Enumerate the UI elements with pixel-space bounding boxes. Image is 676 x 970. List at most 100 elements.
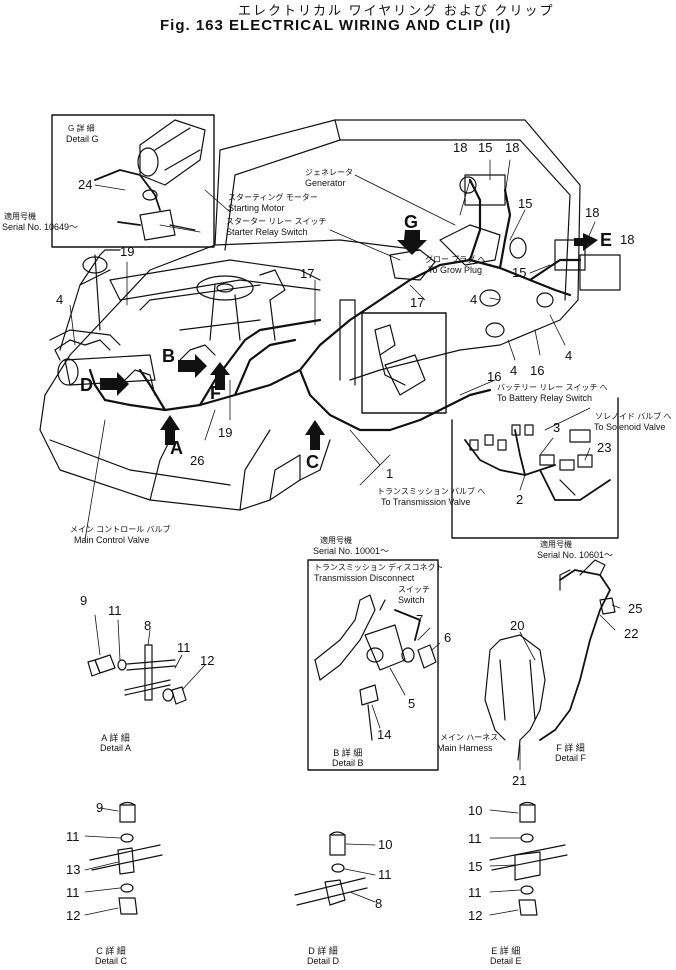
part-number-11-a: 11: [108, 603, 122, 618]
serial-10601: Serial No. 10601～: [537, 550, 614, 560]
part-number-11-d: 11: [378, 867, 392, 882]
steering-wheel: [196, 275, 254, 301]
callout-letter-e: E: [600, 230, 613, 250]
battery-relay-label: To Battery Relay Switch: [497, 393, 593, 403]
main-control-valve-label: Main Control Valve: [74, 535, 150, 545]
part-number-12-a: 12: [200, 653, 215, 668]
detail-f-jp: F 詳 細: [556, 743, 585, 753]
part-number-11-e2: 11: [468, 885, 482, 900]
part-number-26: 26: [190, 453, 205, 468]
title-japanese: エレクトリカル ワイヤリング および クリップ: [238, 3, 555, 18]
serial-10001: Serial No. 10001～: [313, 546, 390, 556]
part-number-16-b: 16: [487, 369, 502, 384]
detail-e-label: E 詳 細 Detail E: [490, 946, 522, 966]
part-number-17-right: 17: [410, 295, 425, 310]
starter-relay-label-jp: スターター リレー スイッチ: [226, 217, 327, 226]
detail-a-en: Detail A: [100, 743, 132, 753]
part-number-10-d: 10: [378, 837, 393, 852]
transmission-disconnect-label-jp: トランスミッション ディスコネクト: [314, 563, 444, 572]
detail-c-en: Detail C: [95, 956, 128, 966]
part-number-16-a: 16: [530, 363, 545, 378]
callout-letter-a: A: [170, 438, 183, 458]
callout-letter-f: F: [210, 383, 221, 403]
part-number-20: 20: [510, 618, 525, 633]
detail-a-drawing: [87, 614, 206, 705]
callout-letter-c: C: [306, 452, 319, 472]
part-number-6: 6: [444, 630, 452, 645]
detail-e-en: Detail E: [490, 956, 522, 966]
detail-c-drawing: [84, 801, 163, 916]
serial-10601-jp: 適用号機: [540, 540, 572, 549]
starting-motor-label: Starting Motor: [228, 203, 285, 213]
starter-relay-label: Starter Relay Switch: [226, 227, 308, 237]
detail-e-drawing: [489, 801, 568, 916]
part-number-11-e: 11: [468, 831, 482, 846]
part-number-8-d: 8: [375, 896, 383, 911]
part-number-4-mid: 4: [470, 292, 478, 307]
detail-b-box: [307, 559, 439, 771]
callout-letter-b: B: [162, 346, 175, 366]
part-number-21: 21: [512, 773, 527, 788]
solenoid-valve-label: To Solenoid Valve: [594, 422, 666, 432]
main-harness-label-jp: メイン ハーネス: [440, 733, 499, 742]
serial-10649: Serial No. 10649～: [2, 222, 79, 232]
engine-hood-outline: [214, 119, 581, 381]
solenoid-valve-label-jp: ソレノイド バルブ へ: [595, 412, 672, 421]
part-number-17-mid: 17: [300, 266, 315, 281]
part-number-2: 2: [516, 492, 524, 507]
detail-e-jp: E 詳 細: [491, 946, 521, 956]
part-number-4-low: 4: [510, 363, 518, 378]
cab-frame: [59, 249, 121, 351]
callout-letter-d: D: [80, 375, 93, 395]
detail-d-label: D 詳 細 Detail D: [307, 946, 339, 966]
battery-relay-label-jp: バッテリー リレー スイッチ へ: [497, 383, 608, 392]
detail-a-label: A 詳 細 Detail A: [100, 733, 131, 753]
frame-outline: [39, 239, 421, 431]
main-harness-label: Main Harness: [437, 743, 493, 753]
detail-f-drawing: [484, 559, 621, 771]
part-number-18-c: 18: [585, 205, 600, 220]
part-number-8-a: 8: [144, 618, 152, 633]
part-number-3: 3: [553, 420, 561, 435]
part-number-12-e: 12: [468, 908, 483, 923]
serial-10649-jp: 適用号機: [4, 212, 36, 221]
switch-label: Switch: [398, 595, 425, 605]
part-number-5: 5: [408, 696, 416, 711]
part-number-10-e: 10: [468, 803, 483, 818]
part-number-4-left: 4: [56, 292, 64, 307]
part-number-25: 25: [628, 601, 643, 616]
transmission-disconnect-label: Transmission Disconnect: [314, 573, 415, 583]
center-inset-box: [361, 312, 447, 414]
detail-c-label: C 詳 細 Detail C: [95, 946, 127, 966]
part-number-15-b: 15: [518, 196, 533, 211]
detail-b-label: B 詳 細 Detail B: [332, 748, 364, 768]
detail-b-jp: B 詳 細: [333, 748, 363, 758]
part-number-14: 14: [377, 727, 392, 742]
figure-title: Fig. 163 ELECTRICAL WIRING AND CLIP (II): [160, 17, 512, 34]
part-number-18-d: 18: [620, 232, 635, 247]
part-number-15-e: 15: [468, 859, 483, 874]
detail-g-label: Detail G: [66, 134, 99, 144]
part-number-13-c: 13: [66, 862, 81, 877]
part-number-24: 24: [78, 177, 93, 192]
part-number-11-c: 11: [66, 829, 80, 844]
part-number-23: 23: [597, 440, 612, 455]
detail-b-drawing: [314, 594, 441, 741]
detail-f-en: Detail F: [555, 753, 587, 763]
part-number-22: 22: [624, 626, 639, 641]
part-number-11-a2: 11: [177, 640, 191, 655]
detail-a-jp: A 詳 細: [101, 733, 130, 743]
part-number-9-a: 9: [80, 593, 88, 608]
part-number-11-c2: 11: [66, 885, 80, 900]
detail-arrows: [100, 230, 598, 450]
starting-motor-label-jp: スターティング モーター: [228, 193, 318, 202]
detail-g-label-jp: G 詳 細: [68, 124, 95, 133]
serial-10001-jp: 適用号機: [320, 536, 352, 545]
detail-d-jp: D 詳 細: [308, 946, 338, 956]
switch-label-jp: スイッチ: [398, 585, 430, 594]
part-number-18-a: 18: [453, 140, 468, 155]
detail-d-drawing: [294, 831, 376, 906]
transmission-valve-label-jp: トランスミッション バルブ へ: [377, 487, 486, 496]
part-number-19-top: 19: [120, 244, 135, 259]
